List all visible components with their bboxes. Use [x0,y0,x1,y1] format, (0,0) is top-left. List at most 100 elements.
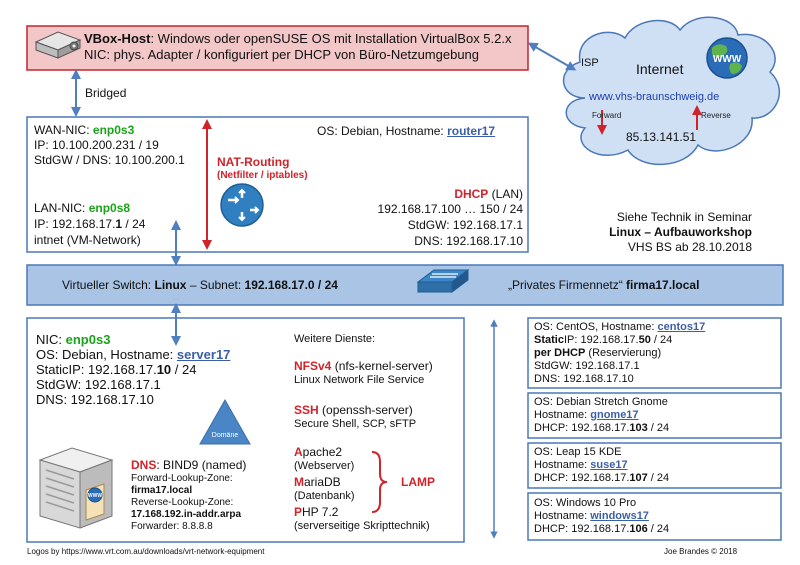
centos-dhcp-line: per DHCP (Reservierung) [534,347,661,360]
router-lan-net: intnet (VM-Network) [34,233,141,247]
switch-subnet: 192.168.17.0 / 24 [244,278,338,292]
maria-rest: ariaDB [304,475,341,489]
dhcp-title: DHCP [454,187,489,201]
router-lan-ip: IP: 192.168.17.1 / 24 [34,217,145,231]
nat-sub: (Netfilter / iptables) [217,170,308,182]
router-wan-ip: IP: 10.100.200.231 / 19 [34,138,159,152]
dns-title: DNS [131,458,157,472]
ssh-title: SSH [294,403,319,417]
suse-os-line: OS: Leap 15 KDE [534,446,622,458]
vbox-host-line: VBox-Host: Windows oder openSUSE OS mit … [84,31,512,46]
php-line: PHP 7.2 [294,505,338,519]
dns-fwd-zone: Forward-Lookup-Zone: [131,473,233,484]
router-lan-line: LAN-NIC: enp0s8 [34,201,130,215]
gnome-host-prefix: Hostname: [534,409,591,421]
server-static-prefix: StaticIP: 192.168.17. [36,362,157,377]
maria-line: MariaDB [294,475,341,489]
suse-host-prefix: Hostname: [534,459,591,471]
isp-label: ISP [581,57,599,69]
lan-ip-bold: 1 [115,217,123,231]
apache-letter: A [294,445,303,459]
switch-mid: – Subnet: [186,278,245,292]
dhcp-suffix: (LAN) [488,187,523,201]
dns-title-line: DNS: BIND9 (named) [131,458,246,472]
centos-static-b: IP: 192.168.17. [563,334,639,346]
nfs-desc: Linux Network File Service [294,374,425,386]
seminar-line3: VHS BS ab 28.10.2018 [627,240,752,254]
ssh-line: SSH (openssh-server) [294,403,413,417]
lamp-label: LAMP [401,475,435,489]
server-static-ip: StaticIP: 192.168.17.10 / 24 [36,362,196,377]
windows-os-line: OS: Windows 10 Pro [534,497,637,509]
gnome-hostname-link[interactable]: gnome17 [590,409,639,421]
nfs-title: NFSv4 [294,359,332,373]
footer-copyright: Joe Brandes © 2018 [664,547,738,556]
php-desc: (serverseitige Skripttechnik) [294,520,430,532]
switch-network: „Privates Firmennetz“ firma17.local [508,278,699,292]
nat-title: NAT-Routing [217,155,289,169]
dns-forwarder: Forwarder: 8.8.8.8 [131,521,213,532]
centos-gw: StdGW: 192.168.17.1 [534,360,640,372]
suse-dhcp-suffix: / 24 [647,472,670,484]
centos-static-d: / 24 [650,334,673,346]
router-hostname-link[interactable]: router17 [447,124,496,138]
ssh-val: (openssh-server) [318,403,413,417]
windows-host-prefix: Hostname: [534,510,591,522]
forward-label: Forward [592,111,622,120]
wan-label: WAN-NIC: [34,123,93,137]
suse-hostname-link[interactable]: suse17 [590,459,628,471]
services-title: Weitere Dienste: [294,333,376,345]
internet-ip: 85.13.141.51 [626,130,697,144]
vbox-host-box [26,25,529,71]
server-gw: StdGW: 192.168.17.1 [36,377,161,392]
dns-fwd-val: firma17.local [131,485,193,496]
dhcp-gw: StdGW: 192.168.17.1 [407,218,523,232]
server-www-label: WWW [88,493,102,499]
dns-rev-zone: Reverse-Lookup-Zone: [131,497,234,508]
lamp-brace [371,451,388,513]
internet-title: Internet [636,61,684,77]
vbox-host-label: VBox-Host [84,31,151,46]
nfs-line: NFSv4 (nfs-kernel-server) [294,359,433,373]
domain-label: Domäne [212,432,239,439]
router-os-line: OS: Debian, Hostname: router17 [317,124,495,138]
apache-rest: pache2 [302,445,343,459]
server-os-line: OS: Debian, Hostname: server17 [36,347,230,362]
globe-www-icon: WWW [706,37,748,79]
domain-triangle-icon: Domäne [199,398,251,445]
vbox-host-desc: : Windows oder openSUSE OS mit Installat… [150,31,512,46]
centos-static-line: StaticIP: 192.168.17.50 / 24 [534,334,672,347]
dhcp-range: 192.168.17.100 … 150 / 24 [377,202,523,216]
server-hostname-link[interactable]: server17 [176,347,231,362]
windows-dhcp-suffix: / 24 [647,523,670,535]
centos-hostname-link[interactable]: centos17 [657,321,706,333]
nfs-val: (nfs-kernel-server) [331,359,433,373]
switch-bar [26,264,784,306]
windows-hostname-link[interactable]: windows17 [590,510,649,522]
apache-line: Apache2 [294,445,342,459]
lan-ip-prefix: IP: 192.168.17. [34,217,116,231]
server-appliance-icon [34,31,82,59]
centos-dhcp-a: per DHCP [534,347,586,359]
centos-os-prefix: OS: CentOS, Hostname: [534,321,658,333]
nat-title-text: NAT-Routing [217,155,290,169]
ssh-desc: Secure Shell, SCP, sFTP [294,418,417,430]
server-dns: DNS: 192.168.17.10 [36,392,154,407]
gnome-dhcp-prefix: DHCP: 192.168.17. [534,422,630,434]
suse-dhcp-bold: 107 [629,472,648,484]
gnome-dhcp-suffix: / 24 [647,422,670,434]
windows-host-line: Hostname: windows17 [534,510,649,523]
switch-net-prefix: „Privates Firmennetz“ [508,278,627,292]
server-static-bold: 10 [156,362,172,377]
maria-desc: (Datenbank) [294,490,355,502]
globe-www-label: WWW [713,54,742,65]
gnome-dhcp-line: DHCP: 192.168.17.103 / 24 [534,422,669,435]
gnome-dhcp-bold: 103 [629,422,648,434]
centos-static-a: Static [534,334,564,346]
suse-dhcp-prefix: DHCP: 192.168.17. [534,472,630,484]
server-tower-icon: WWW [38,447,114,529]
windows-dhcp-line: DHCP: 192.168.17.106 / 24 [534,523,669,536]
switch-label: Virtueller Switch: Linux – Subnet: 192.1… [62,278,338,292]
seminar-line1: Siehe Technik in Seminar [616,210,752,224]
